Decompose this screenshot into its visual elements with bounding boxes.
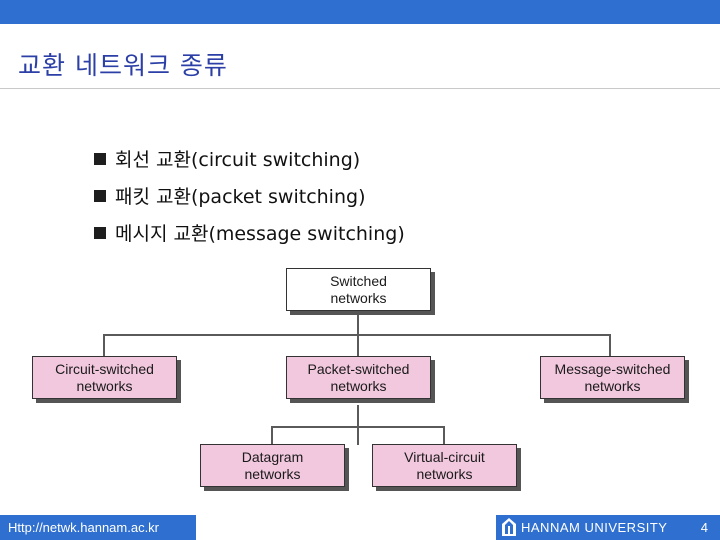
bullet-item-packet: 패킷 교환(packet switching) <box>94 177 405 214</box>
title-divider <box>0 88 720 89</box>
node-label: Message-switched networks <box>554 360 671 394</box>
bullet-list: 회선 교환(circuit switching) 패킷 교환(packet sw… <box>94 140 405 251</box>
connector-level2-horizontal <box>271 426 445 428</box>
square-bullet-icon <box>94 226 106 239</box>
connector-level1-horizontal <box>103 334 611 336</box>
node-switched-networks: Switched networks <box>286 268 435 315</box>
footer-university-name: HANNAM UNIVERSITY <box>521 520 668 535</box>
square-bullet-icon <box>94 189 106 202</box>
bullet-text: 회선 교환(circuit switching) <box>115 149 361 171</box>
square-bullet-icon <box>94 152 106 165</box>
bullet-item-message: 메시지 교환(message switching) <box>94 214 405 251</box>
bullet-text: 패킷 교환(packet switching) <box>115 186 366 208</box>
node-face: Message-switched networks <box>540 356 685 399</box>
node-label: Switched networks <box>330 272 387 306</box>
node-face: Circuit-switched networks <box>32 356 177 399</box>
node-virtual-circuit-networks: Virtual-circuit networks <box>372 444 521 491</box>
node-face: Virtual-circuit networks <box>372 444 517 487</box>
node-label: Circuit-switched networks <box>55 360 154 394</box>
node-message-switched-networks: Message-switched networks <box>540 356 689 403</box>
footer-url-bar: Http://netwk.hannam.ac.kr <box>0 515 196 540</box>
node-circuit-switched-networks: Circuit-switched networks <box>32 356 181 403</box>
node-label: Virtual-circuit networks <box>404 448 485 482</box>
university-emblem-icon <box>502 518 516 536</box>
node-face: Switched networks <box>286 268 431 311</box>
node-datagram-networks: Datagram networks <box>200 444 349 491</box>
footer-university-bar: HANNAM UNIVERSITY 4 <box>496 515 720 540</box>
bullet-item-circuit: 회선 교환(circuit switching) <box>94 140 405 177</box>
top-accent-bar <box>0 0 720 24</box>
slide-title: 교환 네트워크 종류 <box>18 51 228 80</box>
footer-url: Http://netwk.hannam.ac.kr <box>8 520 160 535</box>
node-face: Datagram networks <box>200 444 345 487</box>
connector-message-up <box>609 334 611 357</box>
connector-virtual-up <box>443 426 445 445</box>
bullet-text: 메시지 교환(message switching) <box>115 223 405 245</box>
connector-circuit-up <box>103 334 105 357</box>
page-number: 4 <box>700 520 708 535</box>
node-face: Packet-switched networks <box>286 356 431 399</box>
node-packet-switched-networks: Packet-switched networks <box>286 356 435 403</box>
node-label: Datagram networks <box>241 448 304 482</box>
connector-packet-down <box>357 405 359 445</box>
connector-datagram-up <box>271 426 273 445</box>
node-label: Packet-switched networks <box>307 360 410 394</box>
